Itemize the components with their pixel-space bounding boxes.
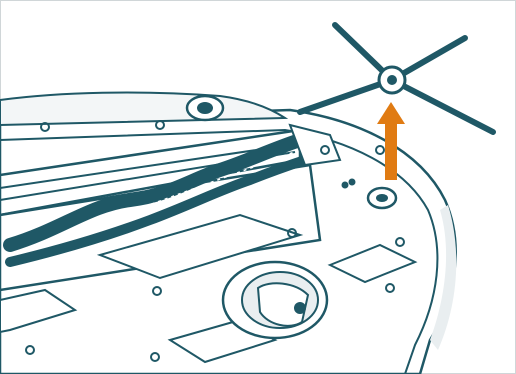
side-brush-mount — [368, 188, 396, 208]
drive-wheel — [223, 262, 327, 338]
